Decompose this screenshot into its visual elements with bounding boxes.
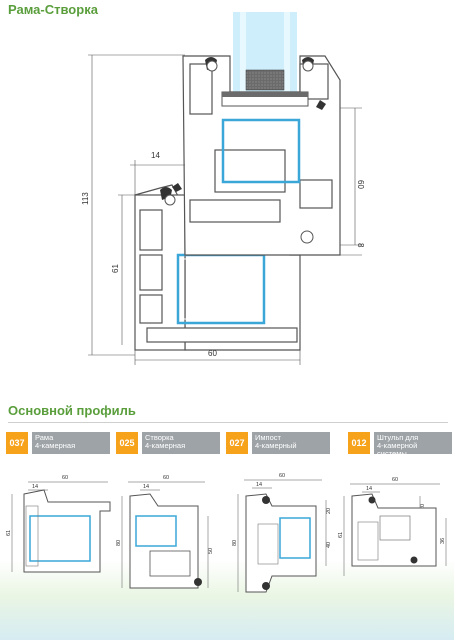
- glass-seal: [222, 92, 308, 97]
- mullion-027-drawing: 60 14 80 20 40: [232, 473, 332, 593]
- sash-025-drawing: 60 14 80 50: [116, 475, 214, 589]
- dim-height-20: 20: [326, 508, 332, 514]
- bottom-gasket-clip: [300, 230, 314, 244]
- dim-overlap: 14: [143, 484, 149, 490]
- profile-label: Створка 4-камерная: [142, 432, 220, 454]
- dim-height-61: 61: [6, 530, 12, 536]
- dimension-lines: [88, 54, 362, 365]
- small-profile-drawings: 60 14 61 41 60 14 80 50 60 1: [6, 473, 447, 593]
- profile-tile-shtulp[interactable]: 012 Штульп для 4-камерной системы: [348, 430, 453, 464]
- profile-tiles: 037 Рама 4-камерная 025 Створка 4-камерн…: [6, 430, 452, 464]
- shtulp-012-drawing: 60 14 61 20 36: [338, 477, 447, 576]
- dim-overlap-width: 14: [151, 151, 160, 160]
- profile-label: Импост 4-камерный: [252, 432, 330, 454]
- dim-height-50: 50: [208, 548, 214, 554]
- dim-overlap: 14: [32, 484, 38, 490]
- section-divider: [8, 422, 448, 423]
- profile-code: 012: [348, 432, 370, 454]
- profile-tile-sash[interactable]: 025 Створка 4-камерная: [116, 430, 221, 464]
- profile-label: Рама 4-камерная: [32, 432, 110, 454]
- dim-height-36: 36: [440, 538, 446, 544]
- dim-total-height: 113: [81, 192, 90, 205]
- profile-code: 027: [226, 432, 248, 454]
- dim-frame-width: 60: [208, 349, 217, 358]
- dim-sash-height: 60: [356, 180, 365, 189]
- dim-height-61: 61: [338, 532, 344, 538]
- dim-height-80: 80: [232, 540, 238, 546]
- page-title: Рама-Створка: [8, 2, 98, 17]
- dim-overlap: 14: [366, 486, 372, 492]
- profile-label: Штульп для 4-камерной системы: [374, 432, 452, 458]
- background-gradient: [0, 560, 454, 640]
- dim-height-80: 80: [116, 540, 122, 546]
- dim-sash-width: 60: [163, 475, 169, 481]
- gasket-clip: [206, 60, 218, 72]
- profile-code: 025: [116, 432, 138, 454]
- frame-profile: [134, 184, 301, 351]
- dim-frame-width: 60: [62, 475, 68, 481]
- glass-unit: [233, 12, 297, 92]
- dim-mullion-width: 60: [279, 473, 285, 479]
- profile-code: 037: [6, 432, 28, 454]
- dim-height-40: 40: [326, 542, 332, 548]
- dim-height-20: 20: [420, 504, 426, 510]
- dim-frame-height: 61: [111, 264, 120, 273]
- profile-tile-mullion[interactable]: 027 Импост 4-камерный: [226, 430, 331, 464]
- section-title: Основной профиль: [8, 403, 136, 418]
- dim-sash-offset: 8: [356, 243, 365, 248]
- profile-tile-frame[interactable]: 037 Рама 4-камерная: [6, 430, 111, 464]
- frame-037-drawing: 60 14 61 41: [6, 475, 111, 573]
- dim-overlap: 14: [256, 482, 262, 488]
- dim-shtulp-width: 60: [392, 477, 398, 483]
- sash-steel-reinforcement: [221, 118, 301, 184]
